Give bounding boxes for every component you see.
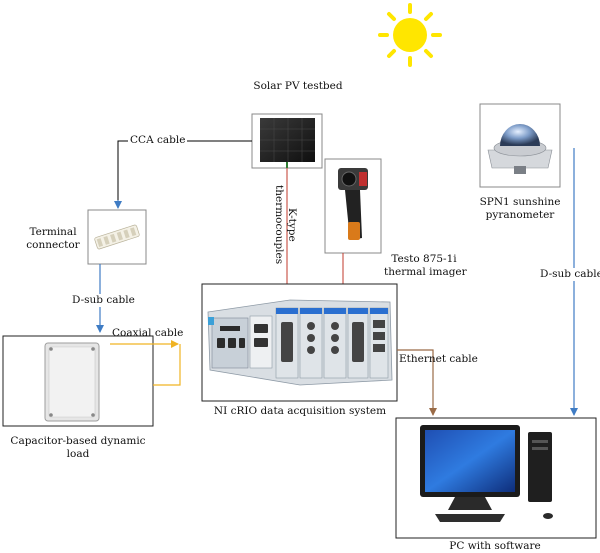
ni-crio-image: [201, 283, 398, 402]
spn1-line1: SPN1 sunshine: [479, 196, 561, 208]
k-type-line1: K-type: [286, 208, 298, 242]
pc-image: [395, 417, 597, 539]
capacitor-load-image: [2, 335, 154, 427]
spn1-label: SPN1 sunshine pyranometer: [470, 196, 570, 222]
ethernet-arrow: [397, 349, 437, 416]
terminal-connector-label: Terminal connector: [18, 226, 88, 252]
solar-pv-label: Solar PV testbed: [253, 80, 343, 92]
dsub-left-label: D-sub cable: [70, 294, 137, 307]
sun-icon: [378, 3, 442, 67]
coaxial-cable-label: Coaxial cable: [112, 327, 184, 339]
k-type-line2: thermocouples: [273, 185, 285, 265]
testo-line1: Testo 875-1i: [391, 253, 457, 265]
pc-label: PC with software: [449, 540, 541, 552]
solar-panel-image: [251, 113, 323, 169]
terminal-line2: connector: [26, 239, 80, 251]
coaxial-arrow-bottom: [153, 344, 181, 386]
thermal-imager-image: [324, 158, 382, 254]
cca-cable-line: [117, 140, 252, 207]
dsub-right-label: D-sub cable: [538, 268, 600, 281]
capacitor-line2: load: [66, 448, 90, 460]
testo-line2: thermal imager: [384, 266, 467, 278]
capacitor-line1: Capacitor-based dynamic: [10, 435, 146, 447]
cca-cable-label: CCA cable: [128, 134, 188, 147]
capacitor-label: Capacitor-based dynamic load: [3, 435, 153, 461]
k-type-label: K-type thermocouples: [272, 175, 298, 275]
testo-label: Testo 875-1i thermal imager: [384, 253, 467, 279]
terminal-connector-image: [87, 209, 147, 265]
ethernet-cable-label: Ethernet cable: [399, 353, 478, 365]
spn1-line2: pyranometer: [485, 209, 555, 221]
pyranometer-image: [479, 103, 561, 188]
ni-crio-label: NI cRIO data acquisition system: [213, 405, 387, 417]
terminal-line1: Terminal: [29, 226, 77, 238]
